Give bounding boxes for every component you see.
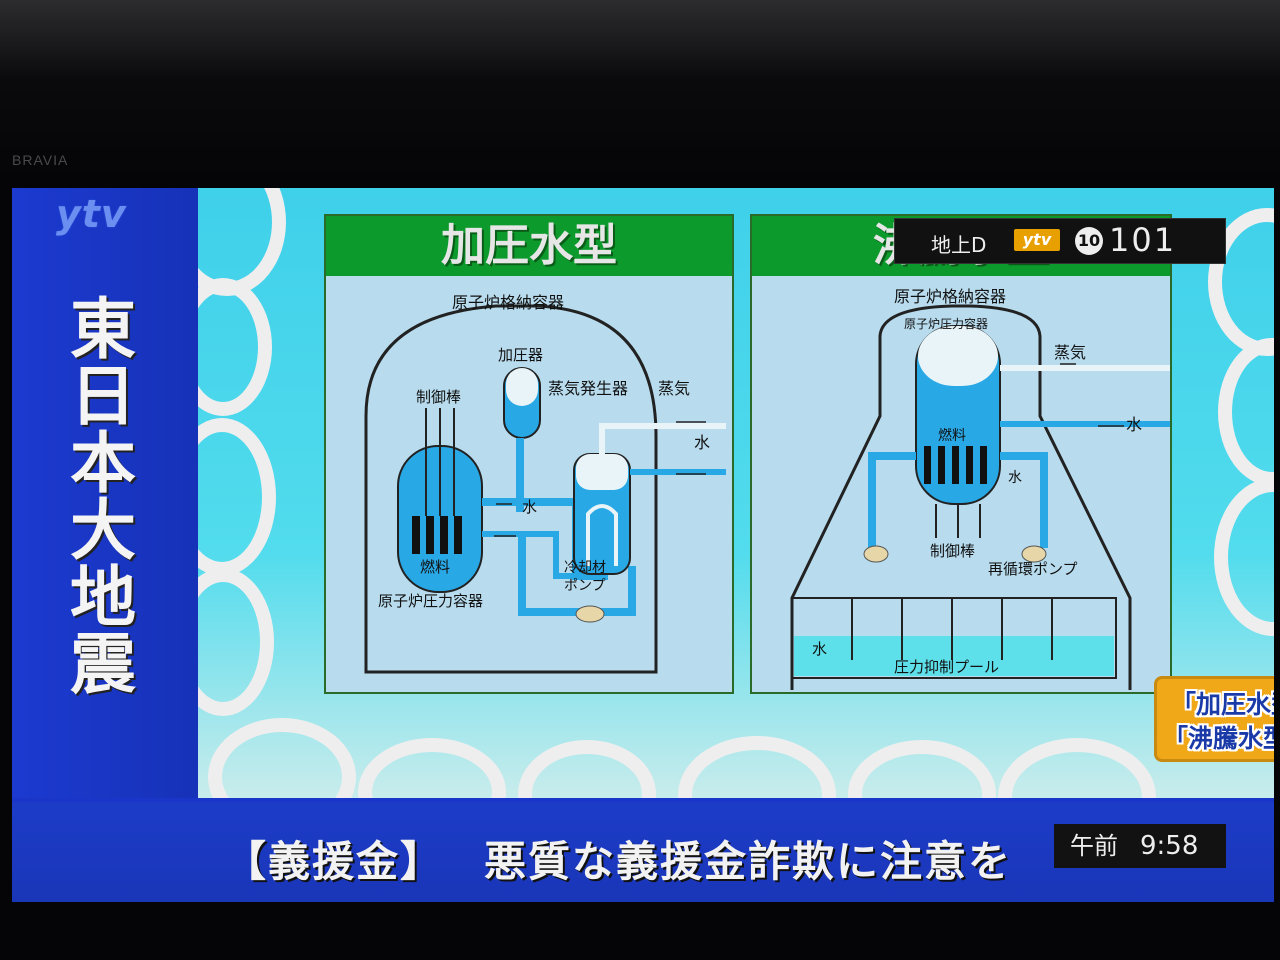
swirl-decoration bbox=[1218, 338, 1274, 486]
pwr-fuel-rod bbox=[454, 516, 462, 554]
bwr-recirc-pump-left bbox=[864, 546, 888, 562]
bwr-label-steam: 蒸気 bbox=[1054, 343, 1086, 362]
clock-time: 9:58 bbox=[1140, 824, 1198, 868]
swirl-decoration bbox=[998, 738, 1156, 798]
pwr-cold-leg bbox=[482, 534, 576, 576]
pwr-fuel-rod bbox=[440, 516, 448, 554]
ticker-category: 【義援金】 bbox=[224, 837, 444, 886]
pwr-coolant-pump bbox=[576, 606, 604, 622]
pwr-label-pressurizer: 加圧器 bbox=[498, 346, 543, 364]
clock-ampm: 午前 bbox=[1070, 824, 1118, 868]
pwr-label-fuel: 燃料 bbox=[420, 558, 450, 576]
pwr-label-pump: ポンプ bbox=[564, 578, 606, 594]
bwr-fuel-rod bbox=[952, 446, 959, 484]
bwr-recirc-loop-left bbox=[872, 456, 916, 548]
pwr-diagram: 原子炉格納容器 加圧器 制御棒 蒸気発生器 蒸気 水 水 燃料 冷却材 ポンプ … bbox=[326, 276, 732, 690]
osd-channel-badge: 10 bbox=[1075, 227, 1103, 255]
tv-screen: ytv 東日本大地震 加圧水型 bbox=[12, 188, 1274, 902]
bwr-diagram: 原子炉格納容器 原子炉圧力容器 蒸気 水 燃料 水 制御棒 再循環ポンプ 水 圧… bbox=[752, 276, 1170, 690]
pwr-label-water-in: 水 bbox=[694, 433, 710, 452]
swirl-decoration bbox=[1214, 478, 1274, 636]
bwr-label-control-rods: 制御棒 bbox=[930, 542, 975, 560]
pwr-steam-generator-top bbox=[576, 454, 628, 490]
swirl-decoration bbox=[848, 740, 996, 798]
bwr-fuel-rod bbox=[966, 446, 973, 484]
graphic-area: 加圧水型 bbox=[198, 188, 1274, 798]
ticker-text: 【義援金】悪質な義援金詐欺に注意を bbox=[224, 828, 1012, 889]
pwr-label-water-out: 水 bbox=[522, 498, 537, 516]
osd-station-logo: ytv bbox=[1014, 229, 1060, 251]
pwr-label-pressure-vessel: 原子炉圧力容器 bbox=[378, 592, 483, 610]
bwr-label-water-in: 水 bbox=[1126, 415, 1142, 434]
bwr-label-pool-water: 水 bbox=[812, 640, 827, 658]
channel-watermark-logo: ytv bbox=[56, 192, 127, 236]
caption-box: 「加圧水型」と 「沸騰水型」の違い bbox=[1154, 676, 1274, 762]
side-band: ytv 東日本大地震 bbox=[12, 188, 198, 798]
bwr-fuel-rod bbox=[938, 446, 945, 484]
bwr-label-recirc-pump: 再循環ポンプ bbox=[988, 560, 1078, 578]
tv-brand-label: BRAVIA bbox=[12, 152, 68, 168]
bwr-recirc-loop-right bbox=[1000, 456, 1044, 548]
bwr-label-fuel: 燃料 bbox=[938, 427, 966, 444]
swirl-decoration bbox=[198, 568, 274, 716]
ticker-headline: 悪質な義援金詐欺に注意を bbox=[484, 837, 1012, 886]
pwr-fuel-rod bbox=[426, 516, 434, 554]
bwr-label-pressure-vessel: 原子炉圧力容器 bbox=[904, 316, 988, 331]
bwr-label-water-inner: 水 bbox=[1008, 470, 1022, 486]
tv-bezel bbox=[0, 0, 1280, 180]
pwr-panel-title: 加圧水型 bbox=[326, 216, 732, 276]
channel-osd: 地上D ytv 10 101 bbox=[894, 218, 1226, 264]
swirl-decoration bbox=[198, 278, 272, 416]
pwr-diagram-panel: 加圧水型 bbox=[324, 214, 734, 694]
pwr-label-steam-generator: 蒸気発生器 bbox=[548, 379, 628, 398]
swirl-decoration bbox=[678, 736, 836, 798]
osd-channel-number: 101 bbox=[1109, 221, 1176, 259]
caption-line-2: 「沸騰水型」の違い bbox=[1163, 719, 1274, 755]
swirl-decoration bbox=[518, 740, 656, 798]
pwr-label-containment: 原子炉格納容器 bbox=[452, 293, 564, 312]
osd-mode-label: 地上D bbox=[931, 229, 986, 258]
bwr-label-suppression-pool: 圧力抑制プール bbox=[894, 658, 999, 676]
clock-osd: 午前 9:58 bbox=[1054, 824, 1226, 868]
pwr-label-coolant: 冷却材 bbox=[564, 560, 606, 576]
pwr-label-steam: 蒸気 bbox=[658, 379, 690, 398]
bwr-fuel-rod bbox=[980, 446, 987, 484]
bwr-fuel-rod bbox=[924, 446, 931, 484]
pwr-pressurizer-top bbox=[506, 368, 538, 406]
bwr-steam-space bbox=[918, 326, 998, 386]
bwr-label-containment: 原子炉格納容器 bbox=[894, 287, 1006, 306]
swirl-decoration bbox=[358, 738, 506, 798]
swirl-decoration bbox=[198, 418, 276, 576]
swirl-decoration bbox=[208, 718, 356, 798]
caption-line-1: 「加圧水型」と bbox=[1171, 685, 1274, 721]
side-title: 東日本大地震 bbox=[58, 296, 148, 698]
pwr-label-control-rods: 制御棒 bbox=[416, 388, 461, 406]
bwr-diagram-panel: 沸騰水型 bbox=[750, 214, 1172, 694]
pwr-fuel-rod bbox=[412, 516, 420, 554]
